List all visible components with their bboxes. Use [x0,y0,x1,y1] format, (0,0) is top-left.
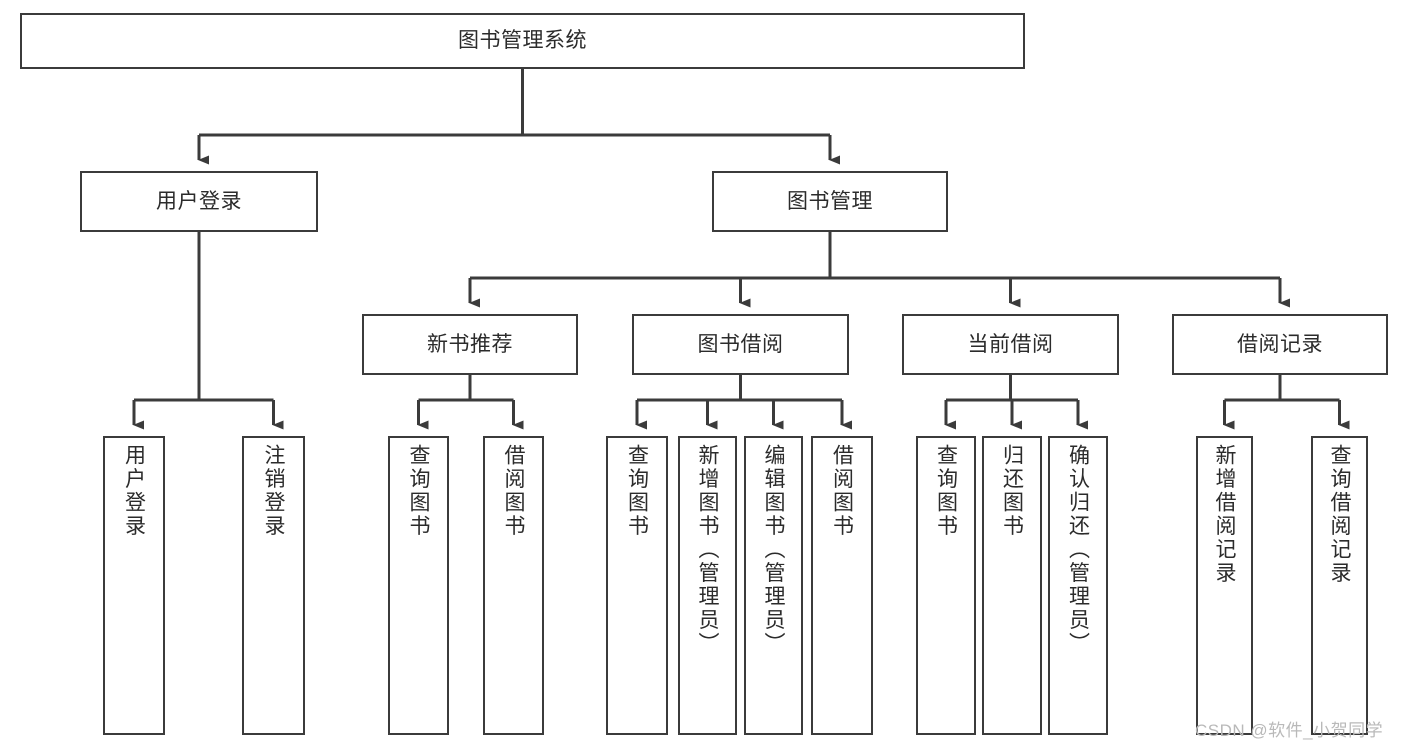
node-current-borrow[interactable]: 当前借阅 [902,314,1119,375]
node-label: 当前借阅 [967,332,1054,356]
node-label: 图书借阅 [697,332,784,356]
node-label: 图书管理 [787,189,873,213]
node-book-borrow[interactable]: 图书借阅 [632,314,849,375]
node-leaf-return-book[interactable]: 归还图书 [982,436,1042,735]
node-label: 注销登录 [262,444,285,538]
node-label: 新增借阅记录 [1213,444,1236,585]
node-leaf-borrow-book-rec[interactable]: 借阅图书 [483,436,544,735]
node-label: 用户登录 [122,444,146,538]
node-label: 借阅记录 [1237,332,1323,356]
node-leaf-borrow-book[interactable]: 借阅图书 [811,436,873,735]
node-leaf-add-book[interactable]: 新增图书（管理员） [678,436,737,735]
node-label: 借阅图书 [830,444,854,538]
node-new-book-recommend[interactable]: 新书推荐 [362,314,578,375]
node-leaf-confirm-return[interactable]: 确认归还（管理员） [1048,436,1108,735]
node-leaf-logout[interactable]: 注销登录 [242,436,305,735]
node-leaf-query-record[interactable]: 查询借阅记录 [1311,436,1368,735]
node-label: 查询借阅记录 [1328,444,1351,585]
node-book-manage[interactable]: 图书管理 [712,171,948,232]
node-borrow-record[interactable]: 借阅记录 [1172,314,1388,375]
node-leaf-add-record[interactable]: 新增借阅记录 [1196,436,1253,735]
node-user-login[interactable]: 用户登录 [80,171,318,232]
node-leaf-query-book-borrow[interactable]: 查询图书 [606,436,668,735]
node-label: 确认归还（管理员） [1066,444,1090,656]
node-label: 新增图书（管理员） [696,444,719,656]
node-label: 查询图书 [407,444,430,538]
node-label: 查询图书 [934,444,958,538]
csdn-watermark: CSDN @软件_小贺同学 [1195,721,1384,740]
node-leaf-query-book-current[interactable]: 查询图书 [916,436,976,735]
node-label: 用户登录 [156,189,242,213]
node-label: 借阅图书 [502,444,525,538]
node-label: 归还图书 [1000,444,1024,538]
node-label: 图书管理系统 [458,29,587,53]
node-leaf-edit-book[interactable]: 编辑图书（管理员） [744,436,803,735]
node-leaf-query-book-rec[interactable]: 查询图书 [388,436,449,735]
node-label: 查询图书 [625,444,649,538]
node-label: 编辑图书（管理员） [762,444,785,656]
node-root[interactable]: 图书管理系统 [20,13,1025,69]
node-leaf-user-login[interactable]: 用户登录 [103,436,165,735]
node-label: 新书推荐 [427,332,513,356]
